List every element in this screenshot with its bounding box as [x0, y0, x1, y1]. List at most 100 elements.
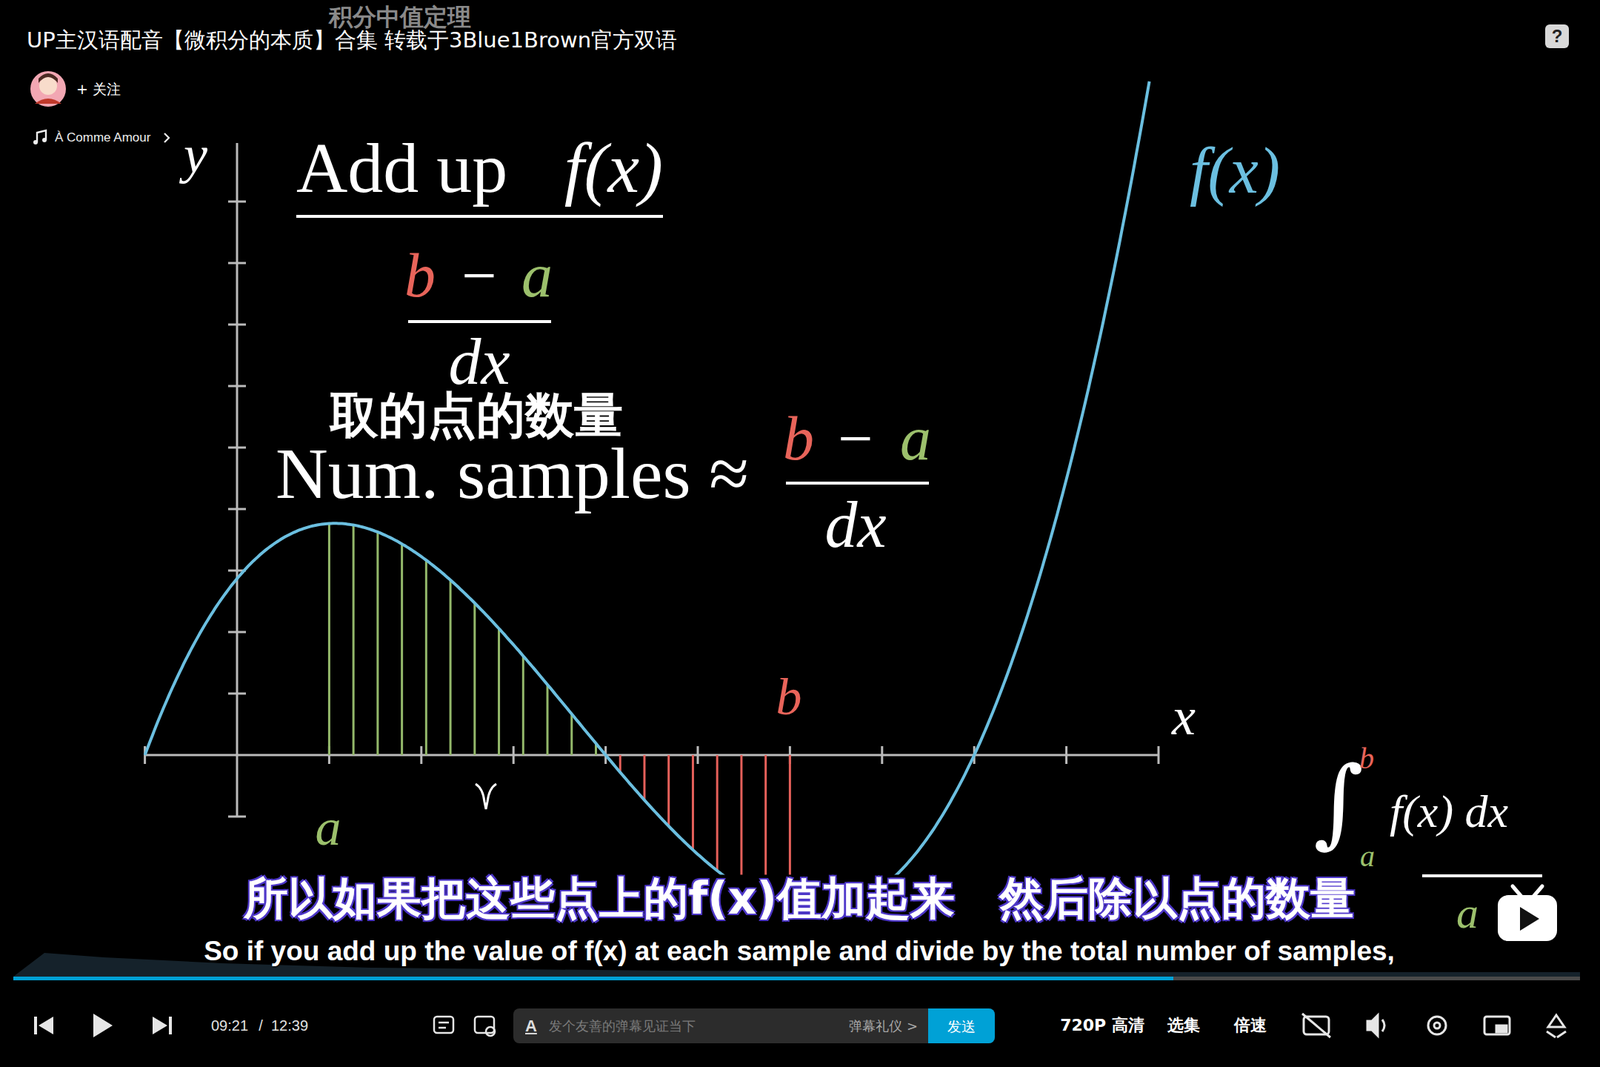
math-symbol: −: [461, 241, 497, 310]
y-tick: [228, 815, 246, 818]
math-symbol: dx: [824, 489, 886, 562]
x-tick: [880, 745, 883, 764]
volume-wave: [1382, 1019, 1385, 1032]
help-icon-box: ?: [1545, 24, 1569, 49]
fraction-bars: [296, 216, 1543, 876]
avatar-body: [34, 98, 62, 104]
x-axis: [145, 754, 1159, 757]
positive-sample-line: [449, 580, 452, 755]
positive-sample-line: [425, 560, 428, 755]
prev-icon: [38, 1016, 54, 1035]
bound-label: b: [776, 668, 803, 726]
dx-brace: [475, 783, 497, 809]
volume-icon: [1367, 1014, 1378, 1036]
math-text: f(x) dx: [1389, 785, 1509, 837]
x-tick: [1065, 745, 1068, 764]
negative-sample-line: [716, 754, 719, 871]
pip-icon: [1484, 1016, 1510, 1035]
music-icon-dot: [33, 140, 38, 145]
sample-lines: [328, 523, 790, 910]
text-style-icon: A: [525, 1016, 538, 1035]
negative-sample-line: [642, 754, 646, 800]
prev-icon-bar: [34, 1016, 38, 1035]
x-tick: [512, 745, 515, 764]
negative-sample-line: [740, 754, 743, 888]
axis-label: y: [183, 125, 208, 185]
send-button: 发送: [928, 1008, 995, 1043]
math-symbol: b: [404, 241, 436, 310]
right-controls: [1302, 1013, 1566, 1038]
bound-label: a: [315, 798, 342, 856]
fraction-bar: [785, 481, 929, 485]
quality-button: 720P 高清: [1060, 1016, 1145, 1035]
y-tick: [228, 262, 246, 265]
y-tick: [228, 446, 246, 449]
axes: [145, 142, 1159, 817]
fraction-bar: [408, 320, 552, 323]
y-tick: [228, 200, 246, 203]
axis-ticks: [145, 201, 1159, 817]
math-text: Add up: [296, 128, 508, 208]
y-tick: [228, 323, 246, 326]
episodes-button: 选集: [1167, 1016, 1200, 1035]
positive-sample-line: [328, 523, 331, 755]
integral-limit: a: [1360, 840, 1375, 873]
send-button-text: 发送: [947, 1017, 976, 1034]
y-tick: [228, 631, 246, 634]
function-curve: [145, 81, 1150, 913]
music-icon-dot: [42, 137, 47, 143]
danmaku-toggle-icon: [434, 1016, 454, 1033]
subtitle-off-slash: [1302, 1013, 1331, 1038]
avatar-hair: [38, 73, 58, 83]
positive-sample-line: [473, 602, 476, 755]
video-title: UP主汉语配音【微积分的本质】合集 转载于3Blue1Brown官方双语: [26, 28, 678, 53]
negative-sample-line: [691, 754, 695, 850]
fraction-bar: [1422, 874, 1543, 878]
logo-play: [1520, 906, 1540, 931]
input-placeholder: 发个友善的弹幕见证当下: [548, 1018, 696, 1034]
settings-icon-core: [1434, 1022, 1440, 1029]
time-current: 09:21: [211, 1017, 249, 1034]
danmaku-settings-gear: [485, 1026, 495, 1036]
math-symbol: dx: [448, 326, 510, 399]
chevron-icon: [164, 133, 169, 143]
progress-played: [13, 976, 1174, 980]
danmaku-toggle-lines: [438, 1022, 449, 1028]
logo-antenna: [1533, 885, 1543, 897]
help-icon-text: ?: [1551, 26, 1563, 46]
playback-controls: [34, 1013, 172, 1038]
curve-label: f(x): [1189, 135, 1280, 208]
progress-track: [13, 976, 1580, 980]
math-symbol: b: [782, 404, 815, 473]
follow-button: + 关注: [76, 81, 121, 98]
x-tick: [697, 745, 700, 764]
subtitle-chinese: 所以如果把这些点上的f(x)值加起来 然后除以点的数量: [239, 874, 1360, 922]
y-tick: [228, 508, 246, 511]
math-symbol: a: [900, 404, 932, 473]
positive-sample-line: [546, 684, 549, 755]
x-tick: [420, 745, 423, 764]
positive-sample-line: [352, 525, 355, 755]
positive-sample-line: [400, 543, 403, 755]
math-text: f(x): [564, 128, 663, 208]
fullscreen-icon: [1546, 1014, 1566, 1038]
integral-sign: ∫: [1313, 748, 1364, 855]
math-symbol: a: [521, 241, 553, 310]
fraction-bar: [296, 214, 663, 218]
time-total: 12:39: [271, 1017, 309, 1034]
y-tick: [228, 385, 246, 388]
positive-sample-line: [570, 714, 573, 755]
positive-sample-line: [497, 628, 500, 755]
danmaku-etiquette-link: 弹幕礼仪 >: [848, 1018, 918, 1034]
negative-sample-line: [667, 754, 670, 826]
avatar-face: [39, 77, 58, 95]
axis-label: x: [1171, 687, 1196, 746]
next-icon-bar: [168, 1016, 172, 1035]
time-separator: /: [258, 1017, 263, 1034]
play-icon: [93, 1013, 113, 1038]
danmaku-input-box: A 发个友善的弹幕见证当下 弹幕礼仪 > 发送: [513, 1008, 995, 1043]
logo-body: [1497, 894, 1558, 941]
watermark: 积分中值定理: [328, 4, 472, 31]
next-icon: [152, 1016, 168, 1035]
